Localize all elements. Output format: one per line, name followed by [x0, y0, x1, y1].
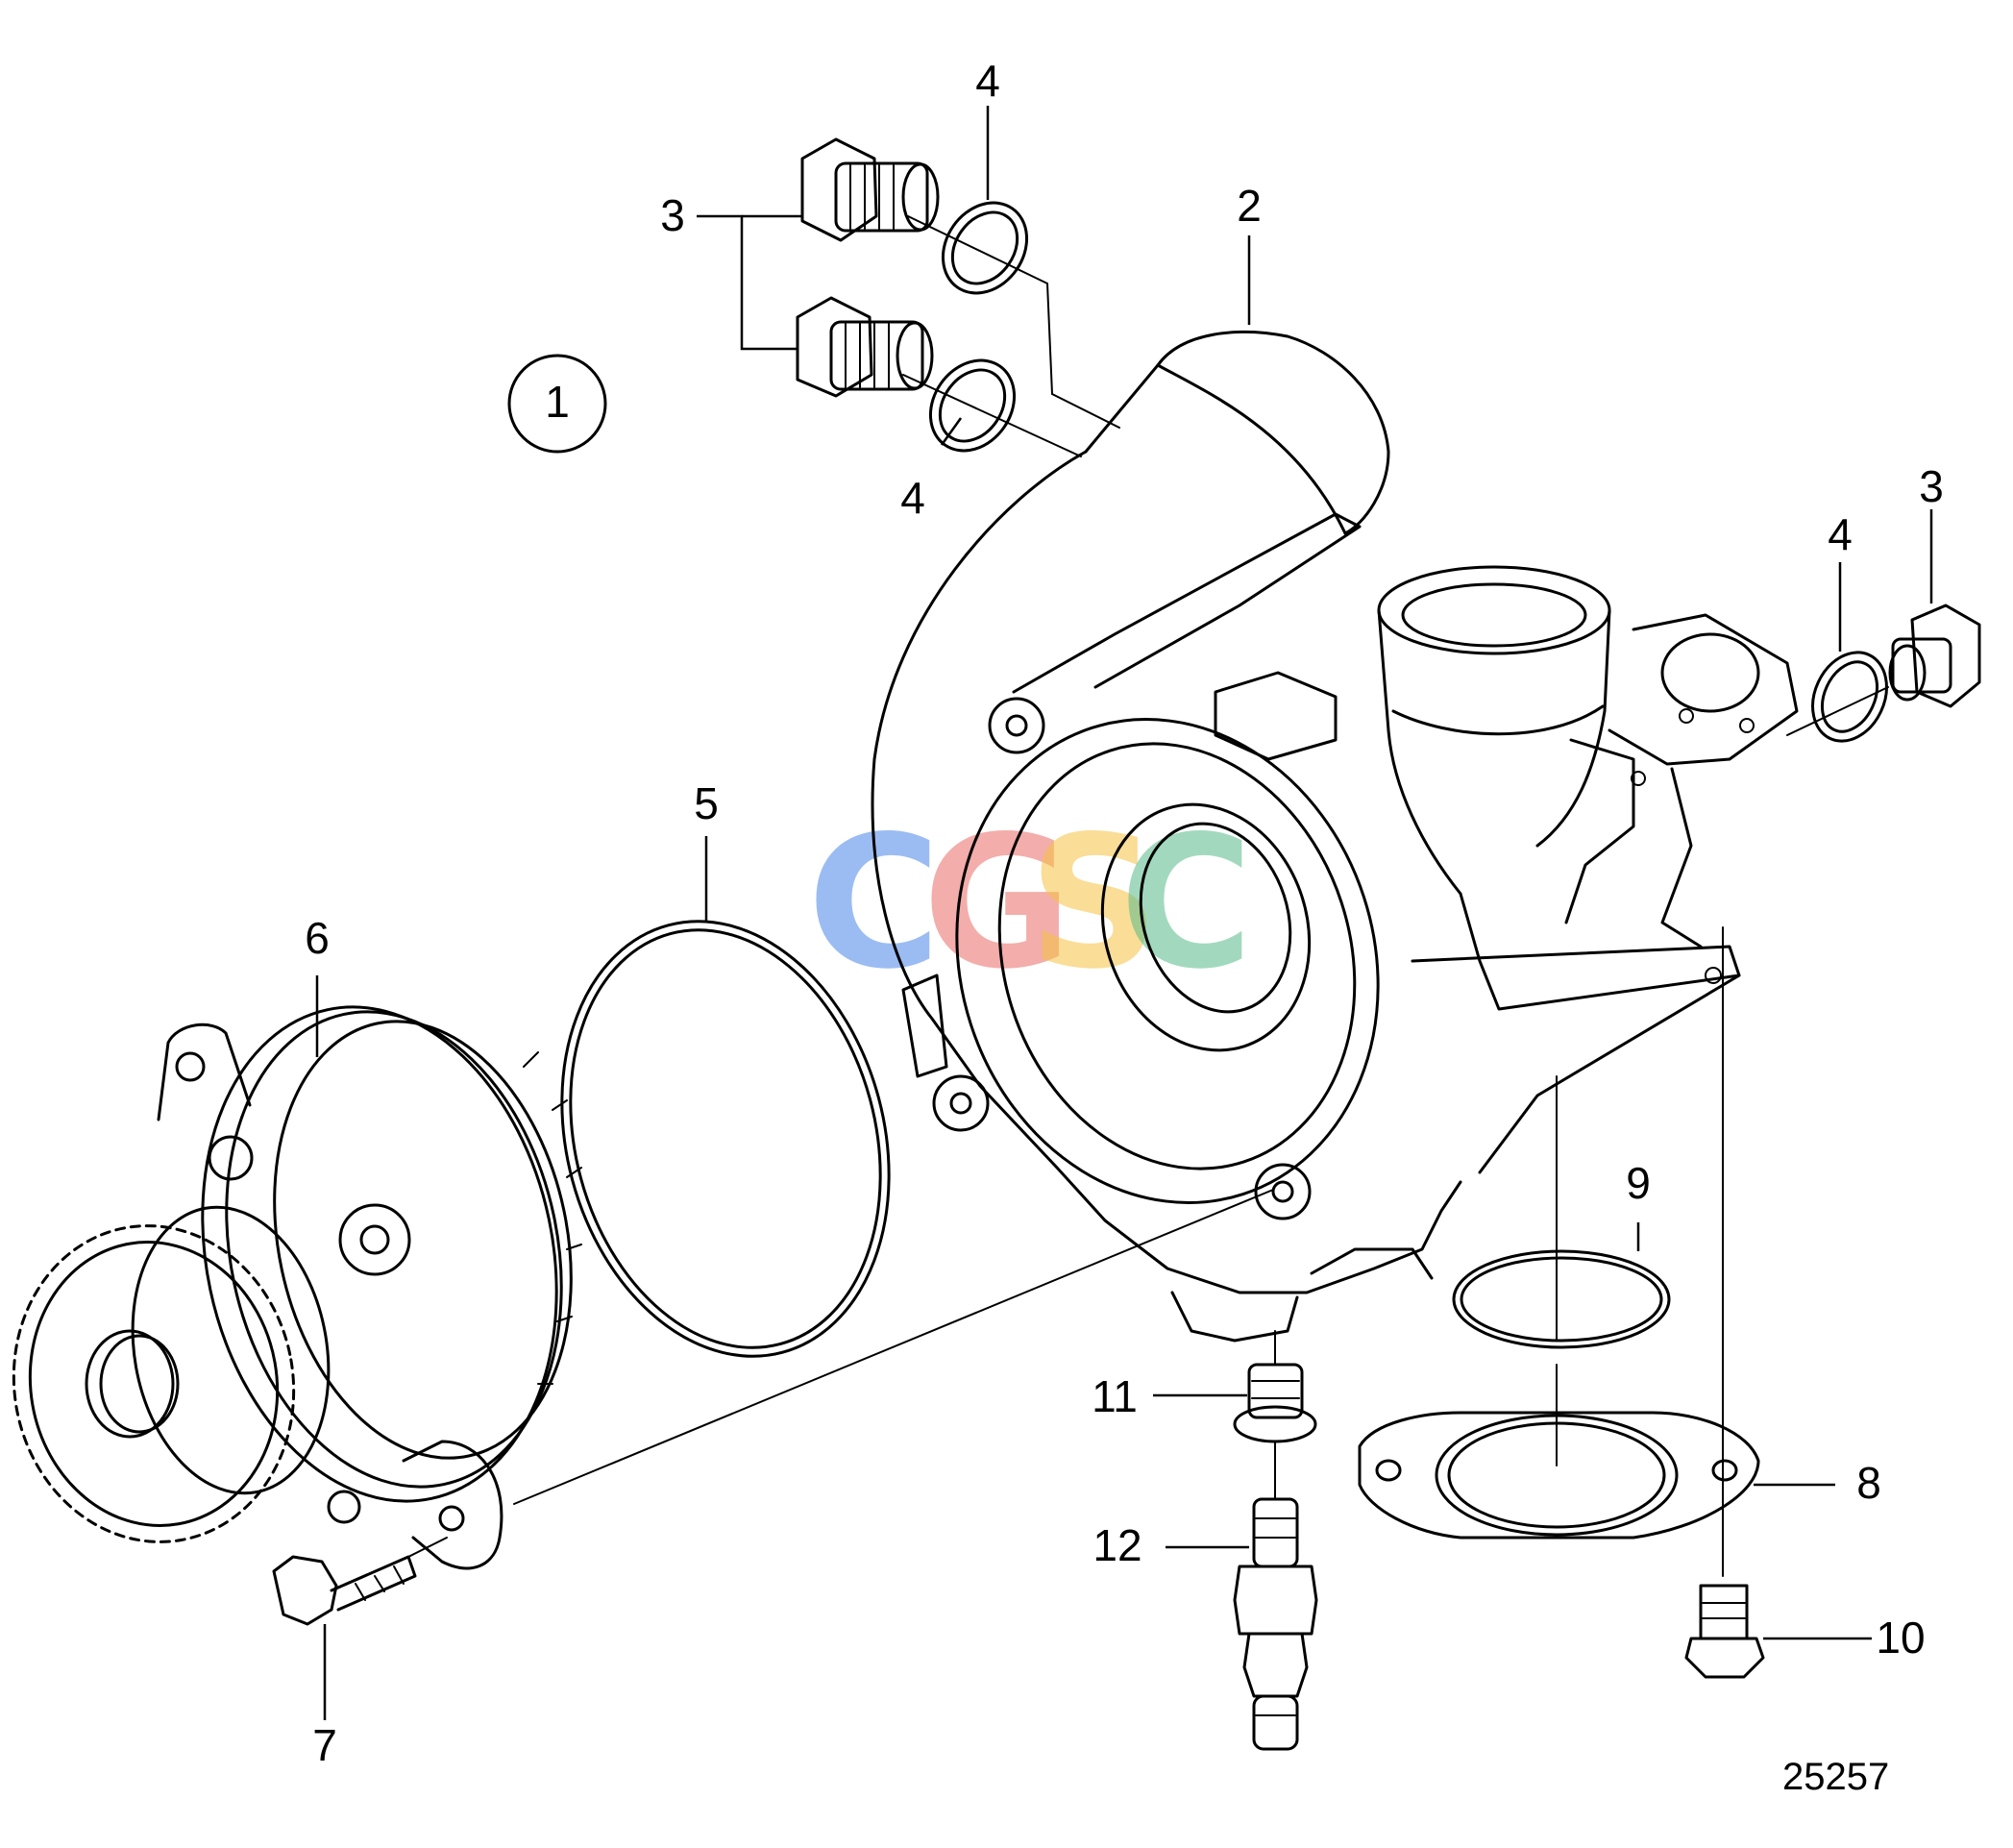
drawing-number: 25257 [1782, 1756, 1889, 1798]
gasket-bolt [1684, 1584, 1765, 1679]
water-pump [12, 1005, 582, 1570]
group-label-number: 1 [545, 377, 570, 427]
callout-9: 9 [1626, 1158, 1651, 1208]
sealing-ring-lower [928, 358, 1017, 453]
callout-3-right: 3 [1919, 461, 1944, 511]
connector-nipple [1233, 1497, 1318, 1751]
watermark-letter-2: G [922, 797, 1072, 1009]
callout-12: 12 [1092, 1520, 1142, 1570]
callout-2: 2 [1237, 181, 1262, 231]
o-ring-large [560, 920, 891, 1358]
callout-4-lower: 4 [900, 473, 925, 523]
callout-8: 8 [1856, 1458, 1881, 1508]
callout-11: 11 [1092, 1371, 1138, 1421]
leader-lines [315, 106, 1933, 1720]
plug-lower [796, 296, 934, 398]
callout-6: 6 [305, 913, 330, 963]
pump-housing [871, 330, 1799, 1343]
o-ring-small [1452, 1249, 1671, 1349]
flange-bolt [272, 1555, 417, 1626]
callout-10: 10 [1876, 1613, 1925, 1663]
group-label: 1 [507, 354, 607, 454]
callout-3-upper: 3 [660, 190, 685, 240]
callout-4-top: 4 [975, 56, 1000, 106]
callout-7: 7 [312, 1720, 337, 1770]
callout-5: 5 [694, 778, 719, 828]
callout-numbers: 2 3 3 4 4 4 5 6 7 8 9 10 11 12 [305, 56, 1944, 1770]
plug-upper [800, 137, 940, 242]
flange-gasket [1358, 1411, 1760, 1540]
sealing-ring-right [1811, 651, 1888, 743]
callout-4-right: 4 [1828, 509, 1853, 559]
sealing-ring-upper [941, 201, 1029, 295]
drain-fitting [1233, 1330, 1317, 1500]
watermark-letter-3: S [1028, 797, 1160, 1009]
plug-right [1888, 604, 1981, 708]
